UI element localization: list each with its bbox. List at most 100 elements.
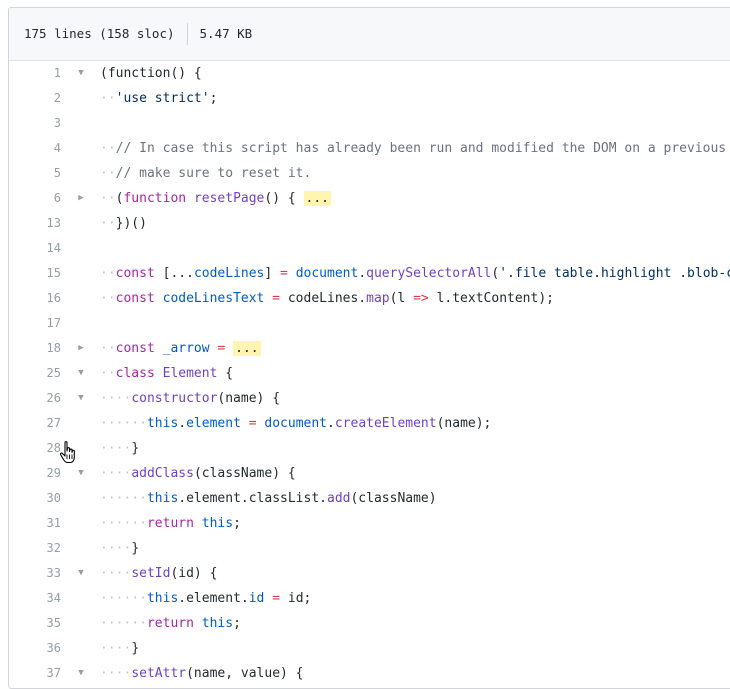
line-number[interactable]: 31 — [46, 516, 61, 530]
code-line: 35 ······return this; — [9, 611, 730, 636]
code-token: ; — [233, 616, 241, 631]
code-token — [194, 616, 202, 631]
file-size: 5.47 KB — [199, 26, 253, 41]
line-number[interactable]: 30 — [46, 491, 61, 505]
code-token: // make sure to reset it. — [115, 166, 312, 181]
code-line: 33▼····setId(id) { — [9, 561, 730, 586]
fold-collapse-icon[interactable]: ▼ — [78, 393, 84, 403]
folded-code-ellipsis[interactable]: ... — [303, 191, 332, 206]
fold-expand-icon[interactable]: ▶ — [78, 343, 84, 353]
code-token: ·· — [100, 191, 116, 206]
code-token: function — [123, 191, 187, 206]
line-number[interactable]: 16 — [46, 291, 61, 305]
code-text: ······this.element = document.createElem… — [100, 411, 491, 436]
line-number[interactable]: 34 — [46, 591, 61, 605]
line-number[interactable]: 36 — [46, 641, 61, 655]
code-token — [155, 341, 163, 356]
code-line: 1 ▼ (function() { — [9, 61, 730, 86]
code-text: ··'use strict'; — [100, 86, 217, 111]
code-token: return — [146, 616, 194, 631]
fold-expand-icon[interactable]: ▶ — [78, 193, 84, 203]
line-number[interactable]: 35 — [46, 616, 61, 630]
line-number[interactable]: 26 — [46, 391, 61, 405]
line-number[interactable]: 14 — [46, 241, 61, 255]
code-token: } — [131, 441, 140, 456]
line-number[interactable]: 3 — [53, 116, 61, 130]
code-token: = — [217, 341, 226, 356]
code-token: // In case this script has already been … — [115, 141, 727, 156]
code-token: const — [115, 291, 155, 306]
code-text: (function() { — [100, 61, 202, 86]
line-number[interactable]: 28 — [46, 441, 61, 455]
line-number[interactable]: 18 — [46, 341, 61, 355]
code-token: const — [115, 341, 155, 356]
code-token: map — [366, 291, 390, 306]
fold-collapse-icon[interactable]: ▼ — [78, 368, 84, 378]
code-line: 31······return this; — [9, 511, 730, 536]
code-token: 'use strict' — [115, 91, 210, 106]
code-token: = — [272, 591, 281, 606]
fold-collapse-icon[interactable]: ▼ — [78, 468, 84, 478]
code-token: codeLines — [193, 266, 265, 281]
code-token: const — [115, 266, 155, 281]
code-line: 17 — [9, 311, 730, 336]
line-number[interactable]: 37 — [46, 666, 61, 680]
code-text: ······return this; — [100, 611, 241, 636]
code-token: . — [178, 416, 187, 431]
line-number[interactable]: 29 — [46, 466, 61, 480]
code-line: 29▼····addClass(className) { — [9, 461, 730, 486]
code-line: 25▼··class Element { — [9, 361, 730, 386]
line-number[interactable]: 32 — [46, 541, 61, 555]
code-token: ···· — [100, 466, 132, 481]
line-number[interactable]: 15 — [46, 266, 61, 280]
code-token: = — [248, 416, 257, 431]
code-token: createElement — [334, 416, 437, 431]
code-token: return — [146, 516, 194, 531]
line-number[interactable]: 27 — [46, 416, 61, 430]
line-number[interactable]: 13 — [46, 216, 61, 230]
code-token — [155, 291, 163, 306]
code-token: setId — [131, 566, 171, 581]
code-text: ··// make sure to reset it. — [100, 161, 311, 186]
code-token: ·· — [100, 291, 116, 306]
code-token: (id) { — [170, 566, 218, 581]
line-number[interactable]: 25 — [46, 366, 61, 380]
code-text: ··// In case this script has already bee… — [100, 136, 726, 161]
line-number[interactable]: 17 — [46, 316, 61, 330]
line-number[interactable]: 33 — [46, 566, 61, 580]
fold-collapse-icon[interactable]: ▼ — [78, 68, 84, 78]
code-token: { — [217, 366, 234, 381]
line-number[interactable]: 5 — [53, 166, 61, 180]
code-line: 14 — [9, 236, 730, 261]
code-token: constructor — [131, 391, 218, 406]
code-token: l.textContent); — [428, 291, 554, 306]
code-token: resetPage — [193, 191, 265, 206]
code-token: Element — [162, 366, 218, 381]
code-token: ·· — [100, 266, 116, 281]
line-number[interactable]: 4 — [53, 141, 61, 155]
code-text: ··const _arrow = ... — [100, 336, 261, 361]
code-line: 32····} — [9, 536, 730, 561]
line-number[interactable]: 6 — [53, 191, 61, 205]
code-text: ··const [...codeLines] = document.queryS… — [100, 261, 730, 286]
code-token: => — [413, 291, 429, 306]
code-token: () { — [264, 191, 304, 206]
code-line: 2 ··'use strict'; — [9, 86, 730, 111]
code-token: ·· — [100, 141, 116, 156]
code-text: ······this.element.classList.add(classNa… — [100, 486, 437, 511]
line-number[interactable]: 2 — [53, 91, 61, 105]
code-line: 37▼····setAttr(name, value) { — [9, 661, 730, 686]
code-token: (name) { — [217, 391, 281, 406]
code-token: id — [248, 591, 265, 606]
line-number[interactable]: 1 — [53, 66, 61, 80]
fold-collapse-icon[interactable]: ▼ — [78, 568, 84, 578]
code-token: ······ — [100, 616, 147, 631]
code-token: (name); — [436, 416, 492, 431]
code-text: ····} — [100, 636, 139, 661]
folded-code-ellipsis[interactable]: ... — [233, 341, 261, 356]
code-token: this — [146, 591, 179, 606]
code-line: 28····} — [9, 436, 730, 461]
code-token — [241, 416, 249, 431]
code-token: ; — [233, 516, 241, 531]
fold-collapse-icon[interactable]: ▼ — [78, 668, 84, 678]
